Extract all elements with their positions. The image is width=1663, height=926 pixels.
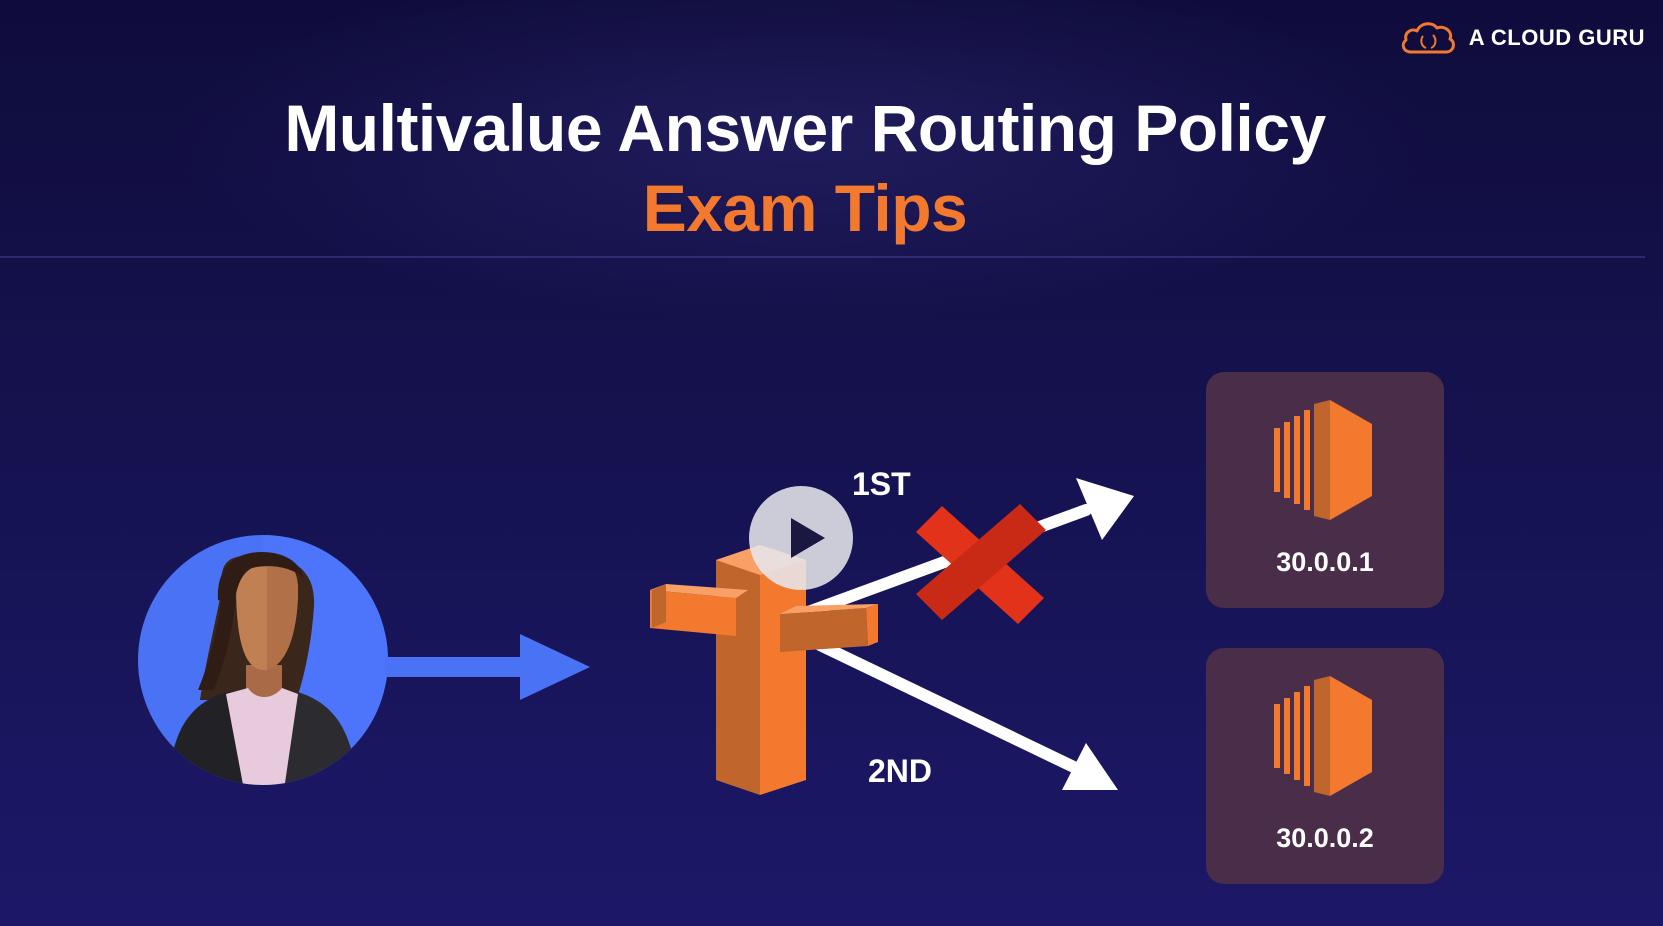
route53-signpost-icon — [650, 545, 878, 795]
slide-title: Multivalue Answer Routing Policy — [284, 91, 1326, 165]
server-card-1: 30.0.0.1 — [1206, 372, 1444, 608]
server-ip-2: 30.0.0.2 — [1276, 823, 1374, 853]
server-card-2: 30.0.0.2 — [1206, 648, 1444, 884]
slide-subtitle: Exam Tips — [642, 171, 968, 245]
brand-name: A CLOUD GURU — [1468, 25, 1645, 50]
user-avatar — [138, 535, 388, 785]
request-arrow — [385, 634, 590, 700]
brand-logo: A CLOUD GURU — [1399, 20, 1645, 56]
server-ip-1: 30.0.0.1 — [1276, 547, 1374, 577]
play-icon — [791, 518, 825, 558]
ec2-instance-icon — [1274, 676, 1372, 796]
route-label-1st: 1ST — [852, 466, 911, 502]
cloud-logo-icon — [1401, 22, 1455, 54]
play-button[interactable] — [749, 486, 853, 590]
route-label-2nd: 2ND — [868, 753, 933, 789]
route-arrow-2nd — [814, 639, 1118, 790]
failure-x-icon — [916, 504, 1046, 624]
title-divider — [0, 256, 1645, 258]
ec2-instance-icon — [1274, 400, 1372, 520]
title-block: Multivalue Answer Routing Policy Exam Ti… — [0, 88, 1610, 248]
